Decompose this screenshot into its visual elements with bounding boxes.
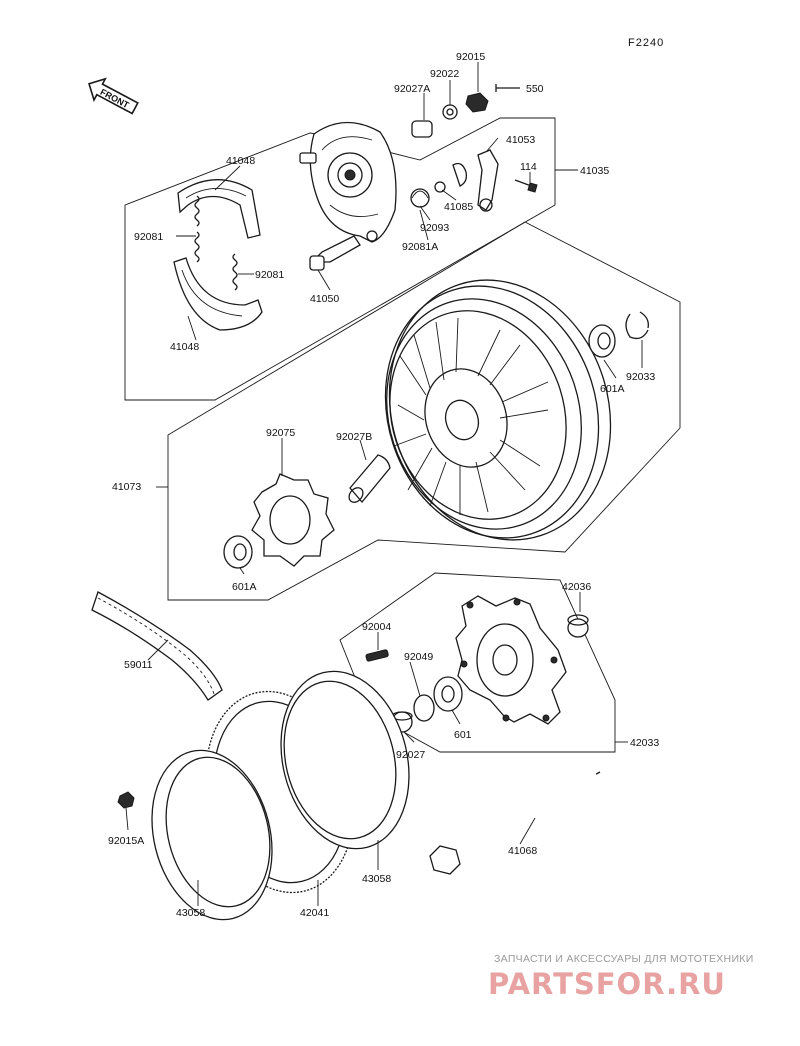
brake-shoe-upper [177, 179, 261, 239]
label-92027b: 92027B [336, 431, 372, 443]
label-92033: 92033 [626, 371, 655, 383]
belt-guard-plate-left [151, 749, 273, 921]
hub-nut [567, 614, 589, 638]
label-550: 550 [526, 83, 544, 95]
label-92049: 92049 [404, 651, 433, 663]
label-92015a: 92015A [108, 835, 144, 847]
stud-bolt [365, 649, 389, 662]
label-42033: 42033 [630, 737, 659, 749]
hub-collar [413, 694, 435, 722]
part-labels: 92015 92022 92027A 550 41053 114 41035 4… [108, 51, 659, 919]
hub-damper [251, 473, 335, 567]
label-41048-top: 41048 [226, 155, 255, 167]
label-92093: 92093 [420, 222, 449, 234]
label-41050: 41050 [310, 293, 339, 305]
belt-guard-plate-right [280, 670, 410, 850]
spacer-tube [348, 454, 391, 504]
hardware-small [410, 84, 520, 208]
figure-code: F2240 [628, 37, 664, 49]
label-92015: 92015 [456, 51, 485, 63]
circlip [625, 311, 649, 340]
drive-belt [91, 591, 223, 701]
label-92027a: 92027A [394, 83, 430, 95]
label-601a-left: 601A [232, 581, 257, 593]
label-92081a: 92081A [402, 241, 438, 253]
wheel-bearing-left [223, 535, 253, 569]
shoe-spring-right [232, 253, 238, 291]
label-59011: 59011 [124, 659, 153, 671]
shoe-spring-left [194, 195, 200, 263]
label-43058-left: 43058 [176, 907, 205, 919]
label-92081-right: 92081 [255, 269, 284, 281]
label-43058-right: 43058 [362, 873, 391, 885]
label-41085: 41085 [444, 201, 473, 213]
label-42036: 42036 [562, 581, 591, 593]
label-92027: 92027 [396, 749, 425, 761]
brake-panel [299, 121, 397, 243]
label-92004: 92004 [362, 621, 391, 633]
label-42041: 42041 [300, 907, 329, 919]
front-arrow-icon: FRONT [88, 77, 139, 115]
hub-bearing [433, 676, 463, 712]
label-41048-bottom: 41048 [170, 341, 199, 353]
watermark-logo: PARTSFOR.RU [488, 967, 726, 1001]
wheel-assembly-outline [167, 221, 681, 601]
brake-assembly-outline [124, 117, 556, 401]
label-92081-left: 92081 [134, 231, 163, 243]
wheel-bearing-right [588, 324, 616, 358]
brake-cam [309, 235, 361, 271]
brake-lever [477, 149, 538, 212]
sprocket-hub [455, 595, 567, 725]
brake-shoe-lower [173, 257, 263, 331]
small-nut [117, 791, 135, 809]
label-41053: 41053 [506, 134, 535, 146]
label-601a-right: 601A [600, 383, 625, 395]
watermark-tagline: ЗАПЧАСТИ И АКСЕССУАРЫ ДЛЯ МОТОТЕХНИКИ [494, 953, 754, 965]
rear-axle [429, 771, 601, 875]
label-41068: 41068 [508, 845, 537, 857]
label-601: 601 [454, 729, 472, 741]
label-92075: 92075 [266, 427, 295, 439]
label-92022: 92022 [430, 68, 459, 80]
cast-wheel [384, 279, 612, 541]
leader-lines [125, 62, 643, 906]
label-114: 114 [520, 161, 537, 173]
label-41035: 41035 [580, 165, 609, 177]
label-41073: 41073 [112, 481, 141, 493]
